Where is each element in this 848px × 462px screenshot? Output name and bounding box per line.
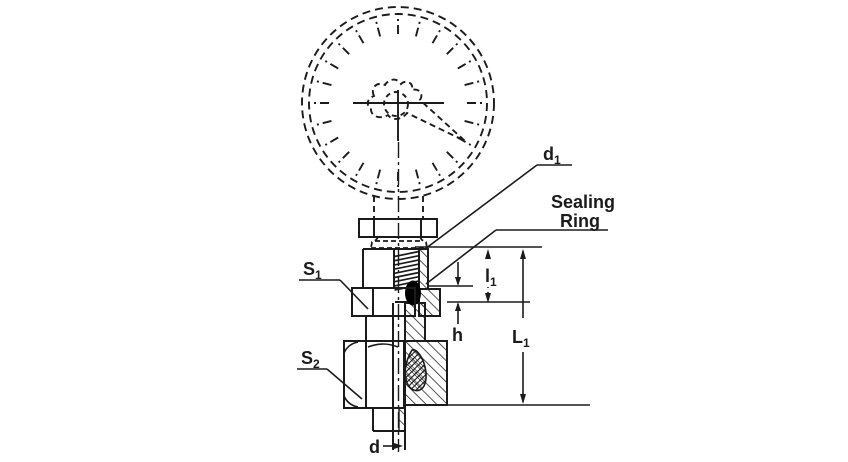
leader-s1 <box>299 279 369 310</box>
gauge-tick-marks <box>314 19 482 187</box>
thread-seal-zone <box>404 348 427 392</box>
sealing-ring <box>405 280 421 306</box>
label-h: h <box>452 325 463 345</box>
label-s2: S2 <box>301 348 320 371</box>
gauge-pointer <box>366 78 466 142</box>
l1-label-mask <box>479 261 499 287</box>
label-d1: d1 <box>543 144 561 167</box>
label-l1: l1 <box>485 266 497 289</box>
gauge-dial <box>301 6 495 219</box>
gauge-hub <box>383 91 409 117</box>
label-L1: L1 <box>512 327 530 350</box>
gauge-stem-hidden-lines <box>373 196 424 219</box>
label-sealing-ring-line2: Ring <box>560 211 600 231</box>
leader-sealing-ring <box>425 229 608 285</box>
female-wall-section <box>404 248 441 342</box>
label-sealing-ring-line1: Sealing <box>551 192 615 212</box>
gauge-boss <box>358 218 438 238</box>
dimension-arrowheads <box>394 249 526 449</box>
leader-s2 <box>297 368 363 400</box>
hex-nut-s1 <box>351 287 416 317</box>
label-d: d <box>369 437 380 457</box>
label-s1: S1 <box>303 259 322 282</box>
leader-d1 <box>424 164 572 250</box>
female-port-section <box>404 340 448 406</box>
fitting-body <box>362 248 428 450</box>
tube-outline <box>372 405 406 450</box>
